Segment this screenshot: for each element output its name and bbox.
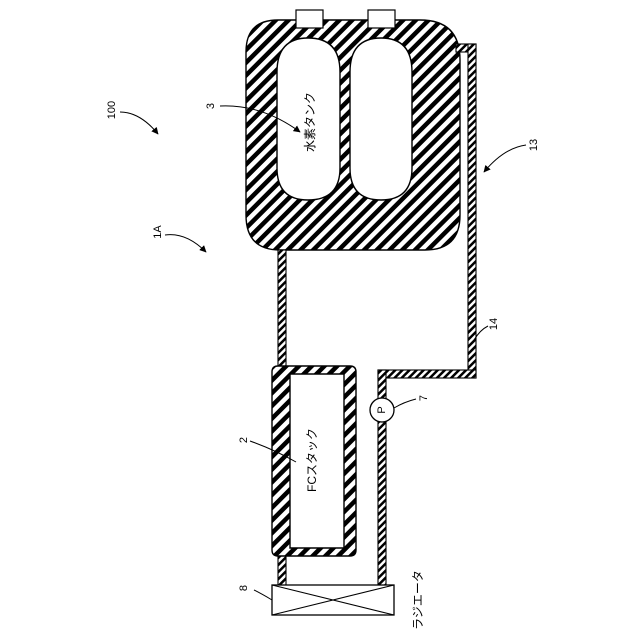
label-7: 7 (418, 395, 430, 401)
pipe-tank-to-stack (278, 250, 286, 368)
label-14: 14 (488, 318, 500, 330)
leader-100 (120, 112, 158, 134)
pipe-stack-to-radiator (278, 553, 286, 586)
leader-lines (120, 106, 526, 600)
leader-7 (394, 399, 416, 408)
pump-symbol: P (376, 406, 388, 413)
leader-8 (254, 590, 272, 600)
leader-1a (165, 235, 206, 252)
radiator (272, 585, 394, 615)
label-stack-name: FCスタック (305, 428, 319, 492)
label-1a: 1A (152, 225, 164, 239)
label-2: 2 (238, 437, 250, 443)
leader-13 (484, 145, 526, 172)
pipe-14-horizontal (378, 370, 476, 378)
label-3: 3 (205, 103, 217, 109)
label-8: 8 (238, 585, 250, 591)
label-tank-name: 水素タンク (303, 92, 317, 152)
label-13: 13 (528, 139, 540, 151)
pipe-right-vertical (468, 44, 476, 378)
tank-valve-left (296, 10, 323, 28)
label-100: 100 (106, 101, 118, 119)
pump: P (370, 398, 394, 422)
hydrogen-tank-housing (246, 10, 460, 250)
label-radiator-name: ラジエータ (411, 570, 425, 630)
tank-valve-right (368, 10, 395, 28)
